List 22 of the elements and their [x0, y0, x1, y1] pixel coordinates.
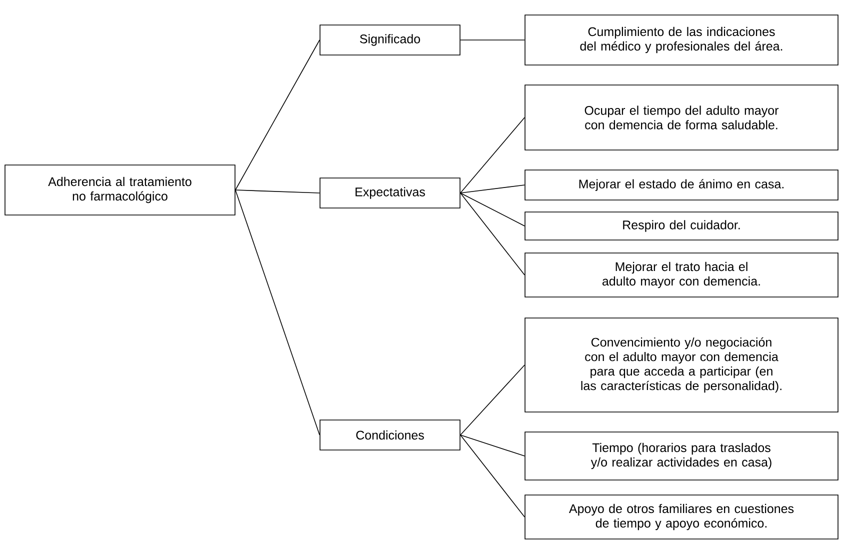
detail-box: Apoyo de otros familiares en cuestiones de tiempo y apoyo económico.: [524, 494, 838, 540]
category-box: Condiciones: [320, 420, 460, 450]
category-box: Significado: [320, 24, 460, 56]
detail-box: Cumplimiento de las indicaciones del médico y profesionales del área.: [524, 14, 838, 66]
connector-line: [460, 434, 525, 518]
detail-box: Tiempo (horarios para traslados y/o realizar actividades en casa): [524, 432, 838, 480]
connector-line: [460, 192, 525, 276]
detail-box: Convencimiento y/o negociación con el adulto mayor con demencia para que acceda a participar (en las características de personalidad).: [524, 318, 838, 412]
connector-line: [235, 40, 320, 190]
connector-line: [235, 190, 320, 194]
detail-box: Mejorar el estado de ánimo en casa.: [524, 170, 838, 200]
connector-line: [235, 190, 320, 436]
topic-box: Adherencia al tratamiento no farmacológico: [4, 164, 236, 216]
detail-box: Respiro del cuidador.: [524, 212, 838, 240]
connector-line: [460, 434, 525, 456]
connector-line: [460, 192, 525, 226]
detail-box: Ocupar el tiempo del adulto mayor con demencia de forma saludable.: [524, 84, 838, 150]
detail-box: Mejorar el trato hacia el adulto mayor con demencia.: [524, 252, 838, 298]
category-box: Expectativas: [320, 178, 460, 208]
connector-line: [460, 117, 525, 194]
connector-line: [460, 184, 525, 194]
connector-line: [460, 364, 525, 436]
